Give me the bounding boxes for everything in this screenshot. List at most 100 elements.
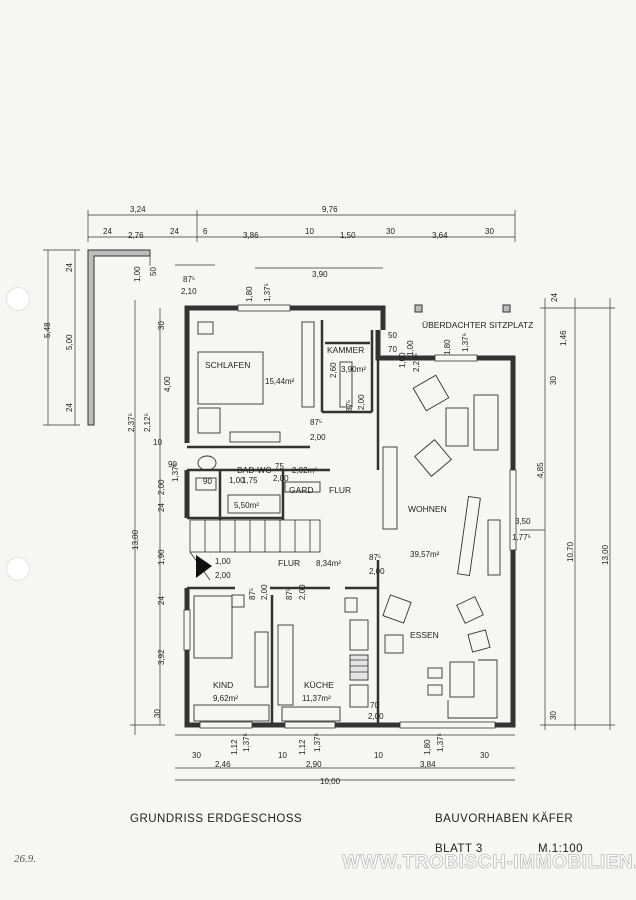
room-kind-area: 9,62m² bbox=[213, 694, 238, 703]
dim-bot-10b: 10 bbox=[374, 751, 383, 760]
dim-top-row-7: 30 bbox=[386, 227, 395, 236]
dim-1375b-left: 1,37⁵ bbox=[171, 463, 180, 482]
dim-548: 5,48 bbox=[43, 322, 52, 338]
room-flur-lower-area: 8,34m² bbox=[316, 559, 341, 568]
dim-flur-200: 2,00 bbox=[369, 567, 385, 576]
room-flur-lower-label: FLUR bbox=[278, 558, 300, 568]
dim-90a-left: 90 bbox=[168, 460, 177, 469]
dim-right-1070: 10,70 bbox=[566, 541, 575, 562]
project-title: BAUVORHABEN KÄFER bbox=[435, 813, 573, 825]
dim-190-left: 1,90 bbox=[157, 549, 166, 565]
dim-bot-10: 10 bbox=[278, 751, 287, 760]
garden-wall bbox=[87, 249, 151, 426]
dim-top-total: 9,76 bbox=[322, 205, 338, 214]
dim-90b-left: 90 bbox=[203, 477, 212, 486]
dim-top-row-2: 24 bbox=[170, 227, 179, 236]
dim-essen-70: 70 bbox=[370, 701, 379, 710]
dim-kue-200: 2,00 bbox=[298, 584, 307, 600]
dim-24b: 24 bbox=[65, 403, 74, 412]
dim-mid-175: 1,75 bbox=[242, 476, 258, 485]
dim-bot-384: 3,84 bbox=[420, 760, 436, 769]
dim-stair-200: 2,00 bbox=[215, 571, 231, 580]
room-kammer-area: 3,90m² bbox=[341, 365, 366, 374]
dim-bot-290: 2,90 bbox=[306, 760, 322, 769]
dim-right-30b: 30 bbox=[549, 711, 558, 720]
scale-label: M.1:100 bbox=[538, 843, 583, 855]
dim-bot-30a: 30 bbox=[192, 751, 201, 760]
dim-24a: 24 bbox=[65, 263, 74, 272]
room-schlafen-area: 15,44m² bbox=[265, 377, 295, 386]
dim-right-1300: 13,00 bbox=[601, 544, 610, 565]
dim-100-left: 1,00 bbox=[133, 266, 142, 282]
dim-2125-left: 2,12⁵ bbox=[143, 413, 152, 432]
dim-flur-875: 87⁵ bbox=[369, 553, 381, 562]
dim-bot-30b: 30 bbox=[480, 751, 489, 760]
dim-bot-112a: 1,12 bbox=[230, 739, 239, 755]
dim-2375-left: 2,37⁵ bbox=[127, 413, 136, 432]
dim-right-146: 1,46 bbox=[559, 330, 568, 346]
room-kind-label: KIND bbox=[213, 680, 233, 690]
dim-stair-100: 1,00 bbox=[215, 557, 231, 566]
dim-top-row-3: 6 bbox=[203, 227, 208, 236]
dim-kue-875: 87⁵ bbox=[285, 588, 294, 600]
dim-50-left: 50 bbox=[149, 267, 158, 276]
dim-mid-2275: 2,27⁵ bbox=[412, 353, 421, 372]
room-essen-label: ESSEN bbox=[410, 630, 439, 640]
dim-right-1375: 1,37⁵ bbox=[461, 333, 470, 352]
dim-top-row-0: 24 bbox=[103, 227, 112, 236]
dim-right-180: 1,80 bbox=[443, 339, 452, 355]
dim-bot-1375b: 1,37⁵ bbox=[313, 733, 322, 752]
dim-mid-200b: 2,00 bbox=[273, 474, 289, 483]
dim-180-top: 1,80 bbox=[245, 286, 254, 302]
room-schlafen-label: SCHLAFEN bbox=[205, 360, 250, 370]
plan-title: GRUNDRISS ERDGESCHOSS bbox=[130, 813, 302, 825]
dim-top-row-9: 30 bbox=[485, 227, 494, 236]
room-flur-upper-label: FLUR bbox=[329, 485, 351, 495]
punch-hole-bottom bbox=[6, 557, 30, 581]
dim-bot-1375a: 1,37⁵ bbox=[242, 733, 251, 752]
dim-right-24: 24 bbox=[550, 293, 559, 302]
dim-bot-246: 2,46 bbox=[215, 760, 231, 769]
dim-mid-200d: 2,00 bbox=[357, 394, 366, 410]
dim-top-row-5: 10 bbox=[305, 227, 314, 236]
furniture bbox=[193, 321, 501, 722]
dim-30b-left: 30 bbox=[153, 709, 162, 718]
dim-right-1775: 1,77⁵ bbox=[512, 533, 531, 542]
dim-mid-200c: 2,00 bbox=[310, 433, 326, 442]
punch-hole-top bbox=[6, 287, 30, 311]
dim-top-row-6: 1,50 bbox=[340, 231, 356, 240]
dim-mid-50: 50 bbox=[388, 331, 397, 340]
dim-right-30: 30 bbox=[549, 376, 558, 385]
dim-bot-180: 1,80 bbox=[423, 739, 432, 755]
dim-right-485: 4,85 bbox=[536, 462, 545, 478]
dim-top-row-1: 2,76 bbox=[128, 231, 144, 240]
dimension-texts: 3,24 9,76 24 2,76 24 6 3,86 10 1,50 30 3… bbox=[43, 205, 610, 786]
dim-mid-260: 2,60 bbox=[329, 362, 338, 378]
room-labels: SCHLAFEN 15,44m² KAMMER 3,90m² BAD-WC 2,… bbox=[205, 320, 533, 703]
room-kammer-label: KAMMER bbox=[327, 345, 364, 355]
dim-500: 5,00 bbox=[65, 334, 74, 350]
dim-bot-112b: 1,12 bbox=[298, 739, 307, 755]
dim-mid-100: 1,00 bbox=[229, 476, 245, 485]
dim-24d-left: 24 bbox=[157, 596, 166, 605]
dim-bot-1375c: 1,37⁵ bbox=[436, 733, 445, 752]
staircase bbox=[189, 519, 321, 581]
dim-top-390: 3,90 bbox=[312, 270, 328, 279]
title-block: GRUNDRISS ERDGESCHOSS BAUVORHABEN KÄFER … bbox=[14, 813, 636, 873]
dim-875-left: 87⁵ bbox=[183, 275, 195, 284]
dim-1375-top: 1,37⁵ bbox=[263, 283, 272, 302]
dim-mid-70: 70 bbox=[388, 345, 397, 354]
interior-walls bbox=[187, 320, 380, 725]
terrace-label: ÜBERDACHTER SITZPLATZ bbox=[422, 320, 533, 330]
dim-kind-200: 2,00 bbox=[260, 584, 269, 600]
dim-top-row-8: 3,64 bbox=[432, 231, 448, 240]
room-wohnen-area: 39,57m² bbox=[410, 550, 440, 559]
dim-mid-875b: 87⁵ bbox=[345, 400, 354, 412]
dim-kind-875: 87⁵ bbox=[248, 588, 257, 600]
dim-392-left: 3,92 bbox=[157, 649, 166, 665]
room-kueche-area: 11,37m² bbox=[302, 694, 331, 703]
dim-200-left: 2,00 bbox=[157, 479, 166, 495]
handwritten-date: 26.9. bbox=[14, 853, 36, 865]
stair-direction-arrow bbox=[196, 555, 212, 578]
